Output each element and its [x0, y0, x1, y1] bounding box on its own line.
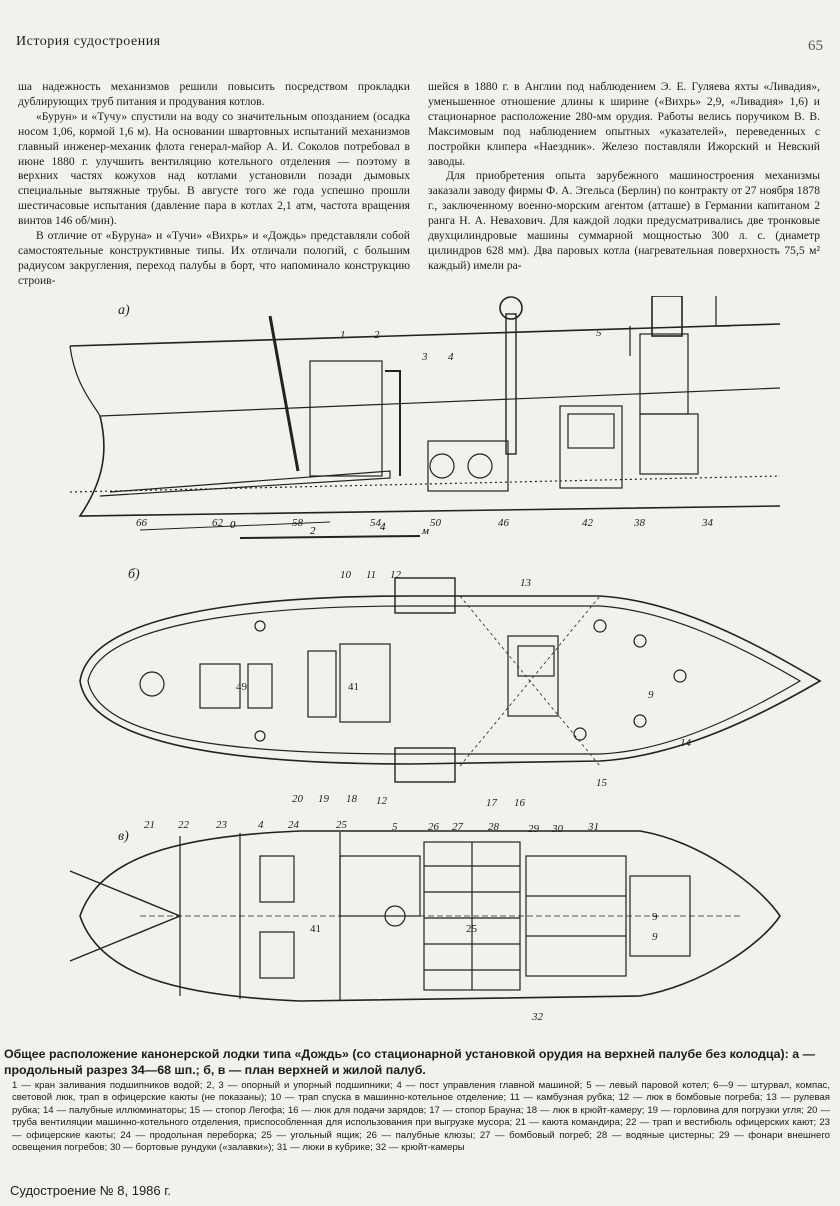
callout-number: 5 — [392, 821, 398, 833]
callout-number: 11 — [366, 569, 376, 581]
journal-footer: Судостроение № 8, 1986 г. — [10, 1183, 172, 1198]
frame-number: 34 — [701, 517, 714, 529]
callout-number: 12 — [390, 569, 402, 581]
section-a-drawing — [69, 295, 781, 531]
callout-number: 29 — [528, 823, 540, 835]
scale-tick: 0 — [230, 519, 236, 531]
callout-number: 25 — [336, 819, 348, 831]
inner-label: 41 — [310, 923, 321, 935]
ship-drawing-figure: а) б) в) 66 62 58 54 50 46 42 38 34 0 2 … — [40, 295, 840, 1036]
panel-label-a: а) — [118, 303, 130, 318]
frame-number: 58 — [292, 517, 304, 529]
callout-number: 18 — [346, 793, 358, 805]
frame-number: 38 — [633, 517, 646, 529]
callout-number: 20 — [292, 793, 304, 805]
text-column-left: ша надежность механизмов решили повысить… — [18, 80, 410, 289]
scale-tick: 4 — [380, 521, 386, 533]
callout-number: 13 — [520, 577, 532, 589]
callout-number: 5 — [596, 327, 602, 339]
callout-number: 14 — [680, 737, 692, 749]
panel-label-b: б) — [128, 567, 140, 582]
callout-number: 9 — [648, 689, 654, 701]
callout-number: 22 — [178, 819, 190, 831]
paragraph: шейся в 1880 г. в Англии под наблюдением… — [428, 80, 820, 168]
paragraph: «Бурун» и «Тучу» спустили на воду со зна… — [18, 109, 410, 228]
callout-number: 4 — [448, 351, 454, 363]
caption-legend: 1 — кран заливания подшипников водой; 2,… — [12, 1080, 830, 1154]
frame-number: 62 — [212, 517, 224, 529]
scale-unit: м — [421, 525, 429, 537]
frame-number: 46 — [498, 517, 510, 529]
page-number: 65 — [808, 38, 823, 54]
frame-number: 42 — [582, 517, 594, 529]
callout-number: 1 — [340, 329, 346, 341]
callout-number: 23 — [216, 819, 228, 831]
callout-number: 30 — [551, 823, 564, 835]
plan-c-drawing — [69, 830, 781, 1002]
callout-number: 31 — [587, 821, 599, 833]
callout-number: 10 — [340, 569, 352, 581]
frame-number: 66 — [136, 517, 148, 529]
callout-number: 19 — [318, 793, 330, 805]
frame-number: 54 — [370, 517, 382, 529]
callout-number: 26 — [428, 821, 440, 833]
figure-caption: Общее расположение канонерской лодки тип… — [0, 1046, 830, 1154]
callout-number: 28 — [488, 821, 500, 833]
callout-number: 17 — [486, 797, 498, 809]
frame-number: 50 — [430, 517, 442, 529]
inner-label: 41 — [348, 681, 359, 693]
callout-number: 3 — [421, 351, 428, 363]
inner-label: 49 — [236, 681, 248, 693]
callout-number: 24 — [288, 819, 300, 831]
paragraph: В отличие от «Буруна» и «Тучи» «Вихрь» и… — [18, 229, 410, 287]
inner-label: 9 — [652, 911, 658, 923]
plan-b-drawing — [79, 577, 822, 783]
scale-bar: 0 2 4 м — [230, 519, 429, 539]
panel-label-c: в) — [118, 829, 129, 844]
ship-drawing: а) б) в) 66 62 58 54 50 46 42 38 34 0 2 … — [69, 295, 822, 1023]
callout-number: 32 — [531, 1011, 544, 1023]
callout-number: 16 — [514, 797, 526, 809]
callout-number: 15 — [596, 777, 608, 789]
caption-title: Общее расположение канонерской лодки тип… — [4, 1047, 815, 1077]
paragraph: Для приобретения опыта зарубежного машин… — [428, 169, 820, 272]
callout-number: 2 — [374, 329, 380, 341]
paragraph: ша надежность механизмов решили повысить… — [18, 80, 410, 108]
callout-number: 9 — [652, 931, 658, 943]
callout-number: 4 — [258, 819, 264, 831]
callout-number: 21 — [144, 819, 155, 831]
running-header: История судостроения — [16, 34, 161, 49]
scale-tick: 2 — [310, 525, 316, 537]
callout-number: 27 — [452, 821, 464, 833]
callout-number: 12 — [376, 795, 388, 807]
text-column-right: шейся в 1880 г. в Англии под наблюдением… — [428, 80, 820, 274]
inner-label: 25 — [466, 923, 478, 935]
